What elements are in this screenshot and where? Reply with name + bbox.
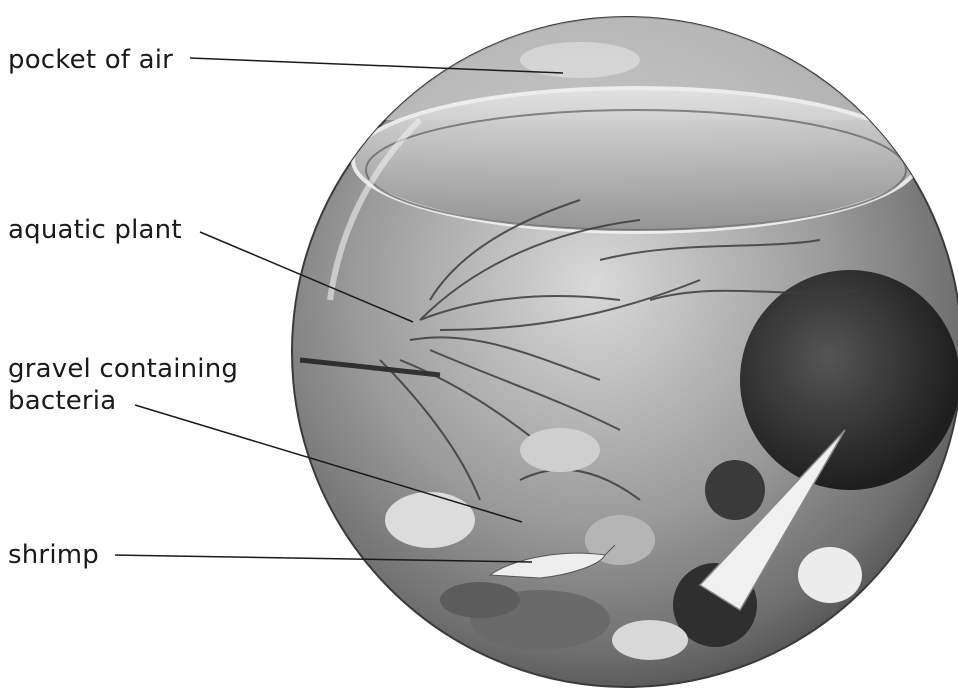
label-aquatic-plant: aquatic plant — [8, 214, 182, 246]
label-gravel: gravel containing bacteria — [8, 353, 238, 417]
label-shrimp: shrimp — [8, 539, 99, 571]
label-gravel-line1: gravel containing — [8, 353, 238, 385]
moss-ball — [740, 270, 958, 490]
label-pocket-of-air: pocket of air — [8, 44, 173, 76]
label-gravel-line2: bacteria — [8, 385, 238, 417]
